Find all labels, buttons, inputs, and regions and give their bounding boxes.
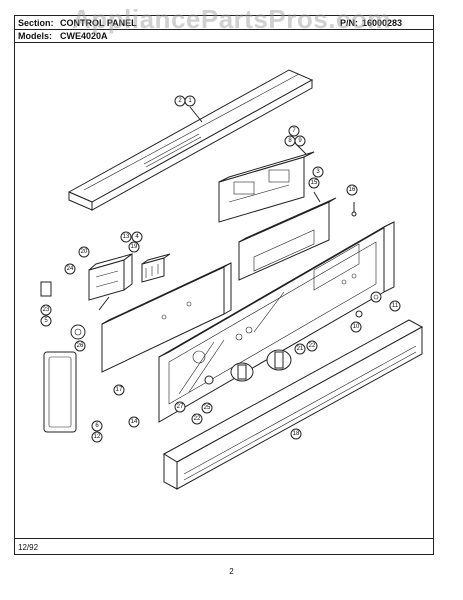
callout-25-label: 25: [204, 405, 211, 411]
leader-15: [313, 191, 321, 203]
callout-3: 3: [312, 166, 324, 178]
callout-9-label: 9: [298, 138, 302, 144]
callout-27-label: 27: [177, 404, 184, 410]
callout-3-label: 3: [316, 169, 320, 175]
callout-7: 7: [288, 125, 300, 137]
control-bracket-part: [218, 151, 315, 223]
timer-knob-part: [266, 349, 292, 371]
callout-18-label: 18: [293, 431, 300, 437]
callout-2: 2: [174, 95, 186, 107]
part-number-label: P/N:: [340, 18, 358, 28]
section-label: Section:: [18, 18, 54, 28]
callout-22b: 22: [191, 413, 203, 425]
callout-6: 6: [91, 420, 103, 432]
callout-5: 5: [40, 315, 52, 327]
callout-15: 15: [308, 177, 320, 189]
pin-part: [355, 310, 363, 318]
grommet-part: [70, 324, 86, 340]
callout-4-label: 4: [135, 234, 139, 240]
leader-1: [189, 106, 203, 123]
page-frame: [14, 15, 434, 555]
callout-23-label: 23: [43, 307, 50, 313]
top-rail-part: [67, 69, 314, 211]
callout-4: 4: [131, 231, 143, 243]
callout-21-label: 21: [297, 346, 304, 352]
main-console-panel-part: [158, 221, 395, 423]
models-label: Models:: [18, 31, 53, 41]
callout-24: 24: [64, 263, 76, 275]
callout-8: 8: [284, 135, 296, 147]
callout-7-label: 7: [292, 128, 296, 134]
callout-22b-label: 22: [194, 416, 201, 422]
callout-12-label: 12: [94, 434, 101, 440]
callout-20: 20: [78, 246, 90, 258]
callout-12: 12: [91, 431, 103, 443]
callout-15-label: 15: [311, 180, 318, 186]
bottom-trim-part: [163, 319, 424, 490]
callout-20-label: 20: [81, 249, 88, 255]
callout-26-label: 26: [77, 343, 84, 349]
callout-9: 9: [294, 135, 306, 147]
callout-26: 26: [74, 340, 86, 352]
header-divider-lower: [14, 42, 434, 43]
callout-22a-label: 22: [309, 343, 316, 349]
models-value: CWE4020A: [60, 31, 108, 41]
callout-17: 17: [113, 384, 125, 396]
callout-1-label: 1: [188, 98, 192, 104]
callout-14: 14: [128, 416, 140, 428]
callout-13: 13: [120, 231, 132, 243]
knob-27-part: [204, 375, 214, 385]
push-button-part: [370, 291, 382, 303]
callout-11: 11: [389, 300, 401, 312]
callout-16: 16: [346, 184, 358, 196]
page-number: 2: [229, 567, 234, 576]
screw-part: [351, 202, 357, 217]
header-divider: [14, 29, 434, 30]
callout-19: 19: [128, 241, 140, 253]
watermark: AppliancePartsPros.com: [72, 4, 391, 34]
callout-22a: 22: [306, 340, 318, 352]
upper-panel-part: [238, 197, 337, 281]
callout-25: 25: [201, 402, 213, 414]
callout-10: 10: [350, 321, 362, 333]
callout-8-label: 8: [288, 138, 292, 144]
switch-module-part: [88, 253, 133, 311]
callout-14-label: 14: [131, 419, 138, 425]
callout-16-label: 16: [349, 187, 356, 193]
callout-19-label: 19: [131, 244, 138, 250]
exploded-diagram: 2 1 7 8 9 3 15 16 13 4 19 20 24 23 5 26 …: [40, 69, 424, 490]
callout-1: 1: [184, 95, 196, 107]
callout-18: 18: [290, 428, 302, 440]
callout-23: 23: [40, 304, 52, 316]
callout-17-label: 17: [116, 387, 123, 393]
small-knob-part: [40, 281, 52, 297]
part-number-value: 16000283: [362, 18, 403, 28]
callout-21: 21: [294, 343, 306, 355]
revision-date: 12/92: [18, 543, 39, 552]
left-panel-part: [101, 262, 232, 373]
callout-10-label: 10: [353, 324, 360, 330]
callout-24-label: 24: [67, 266, 74, 272]
selector-knob-part: [230, 362, 254, 382]
callout-11-label: 11: [392, 303, 399, 309]
callout-6-label: 6: [95, 423, 99, 429]
callout-5-label: 5: [44, 318, 48, 324]
relay-part: [141, 253, 171, 283]
lens-part: [43, 351, 77, 433]
callout-27: 27: [174, 401, 186, 413]
callout-13-label: 13: [123, 234, 130, 240]
callout-2-label: 2: [178, 98, 182, 104]
section-value: CONTROL PANEL: [60, 18, 137, 28]
footer-divider: [14, 538, 434, 539]
